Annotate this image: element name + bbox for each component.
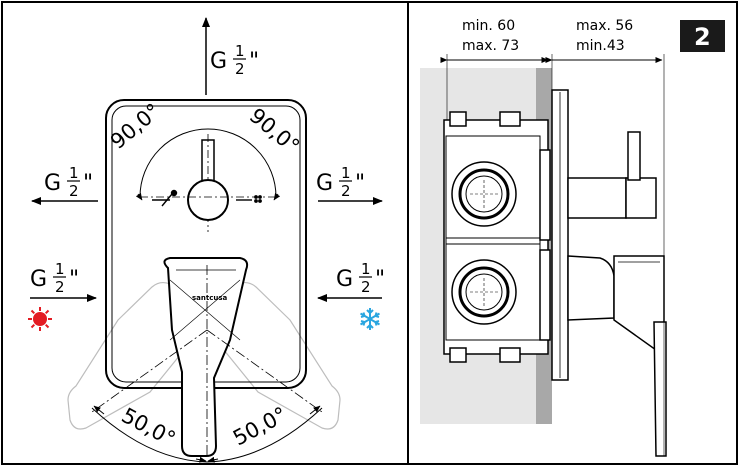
- bath-spout-icon: [236, 195, 262, 203]
- snowflake-icon: [359, 308, 381, 330]
- dim-left-max: max. 73: [462, 38, 519, 54]
- svg-text:2: 2: [361, 278, 371, 296]
- angle-label-right-50: 50,0°: [229, 402, 291, 450]
- port-label-cold: G 1 2 ": [336, 260, 385, 296]
- lever-side-base: [567, 255, 615, 321]
- svg-text:G: G: [210, 49, 227, 74]
- port-label-top: G 1 2 ": [210, 42, 259, 78]
- svg-text:2: 2: [69, 182, 79, 200]
- diverter-knob: [187, 179, 229, 221]
- diverter-arc: [139, 128, 277, 198]
- svg-text:": ": [375, 267, 385, 292]
- port-label-hot: G 1 2 ": [30, 260, 79, 296]
- port-label-right: G 1 2 ": [316, 164, 365, 200]
- angle-label-left-50: 50,0°: [118, 403, 180, 451]
- front-view: 90,0° 90,0° santcusa 50,0° 50,0° G 1: [28, 17, 385, 463]
- dim-right-max: max. 56: [576, 18, 633, 34]
- svg-text:1: 1: [341, 164, 351, 182]
- inlet-port-lower: [451, 259, 517, 325]
- svg-text:": ": [249, 49, 259, 74]
- svg-text:1: 1: [361, 260, 371, 278]
- svg-text:": ": [83, 171, 93, 196]
- diverter-side: [567, 177, 627, 219]
- port-label-left: G 1 2 ": [44, 164, 93, 200]
- sun-icon: [28, 307, 52, 331]
- angle-label-left-90: 90,0°: [106, 99, 165, 154]
- svg-text:G: G: [44, 171, 61, 196]
- svg-text:G: G: [316, 171, 333, 196]
- svg-text:": ": [69, 267, 79, 292]
- figure-number: 2: [694, 23, 711, 51]
- svg-text:2: 2: [235, 60, 245, 78]
- svg-text:G: G: [30, 267, 47, 292]
- mixer-lever: [163, 257, 249, 457]
- handshower-icon: [152, 189, 178, 207]
- svg-text:1: 1: [55, 260, 65, 278]
- svg-text:1: 1: [69, 164, 79, 182]
- svg-text:": ": [355, 171, 365, 196]
- dim-right-min: min.43: [576, 38, 625, 54]
- svg-text:2: 2: [341, 182, 351, 200]
- angle-label-right-90: 90,0°: [245, 103, 304, 158]
- inlet-port-upper: [451, 161, 517, 227]
- dim-left-min: min. 60: [462, 18, 515, 34]
- brand-logo: santcusa: [192, 294, 228, 302]
- figure-number-badge: [680, 20, 725, 52]
- svg-text:G: G: [336, 267, 353, 292]
- svg-text:2: 2: [55, 278, 65, 296]
- svg-text:1: 1: [235, 42, 245, 60]
- side-view: min. 60 max. 73 max. 56 min.43 2: [420, 18, 725, 457]
- lever-ghost-left: [67, 281, 213, 430]
